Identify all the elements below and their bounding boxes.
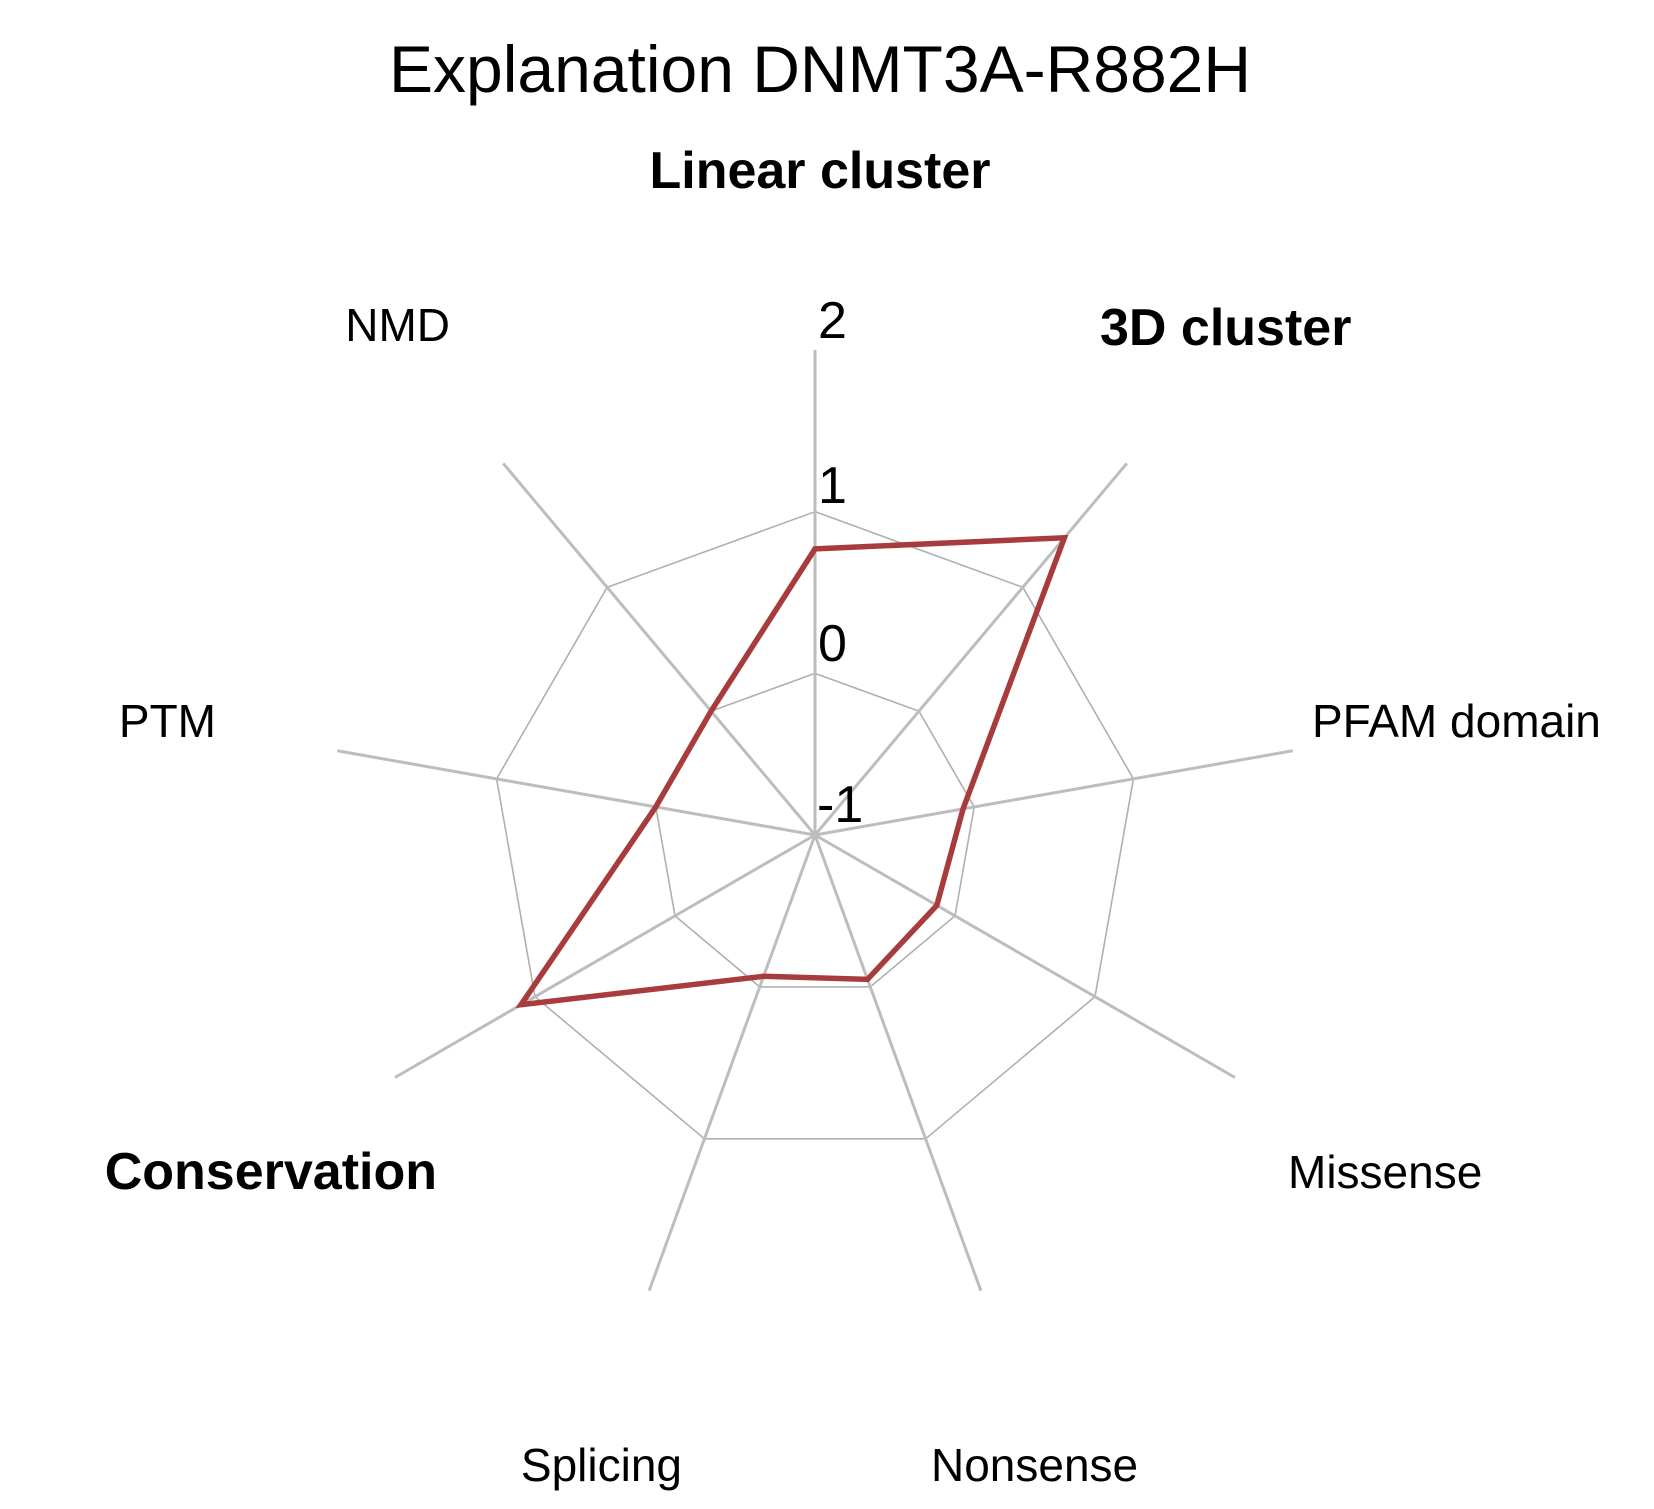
axis-spoke-ptm (337, 749, 816, 837)
axis-label-nmd: NMD (345, 299, 450, 351)
axis-label-nonsense: Nonsense (931, 1439, 1138, 1491)
axis-label-splicing: Splicing (521, 1439, 682, 1491)
axis-label-ptm: PTM (119, 695, 216, 747)
axis-spoke-3d-cluster (813, 462, 1128, 836)
axis-label-linear-cluster: Linear cluster (649, 142, 990, 200)
tick-label-minus-1: -1 (817, 776, 863, 834)
grid-ring-1 (495, 510, 1135, 1140)
axis-label-conservation: Conservation (105, 1143, 437, 1201)
axis-label-3d-cluster: 3D cluster (1100, 299, 1351, 357)
axis-label-missense: Missense (1288, 1146, 1482, 1198)
axis-spoke-nonsense (813, 834, 983, 1292)
axis-label-pfam-domain: PFAM domain (1312, 695, 1601, 747)
radar-grid (337, 350, 1293, 1292)
tick-label-0: 0 (818, 615, 847, 673)
axis-spoke-pfam-domain (814, 749, 1293, 837)
tick-label-2: 2 (818, 292, 847, 350)
axis-spoke-missense (814, 833, 1236, 1079)
axis-spoke-splicing (647, 834, 817, 1292)
axis-spoke-conservation (394, 833, 816, 1079)
axis-spoke-nmd (502, 462, 817, 836)
chart-title: Explanation DNMT3A-R882H (389, 32, 1251, 106)
radar-series (515, 534, 1069, 1009)
tick-label-1: 1 (818, 457, 847, 515)
series-line-dnmt3a-r882h (515, 534, 1069, 1009)
